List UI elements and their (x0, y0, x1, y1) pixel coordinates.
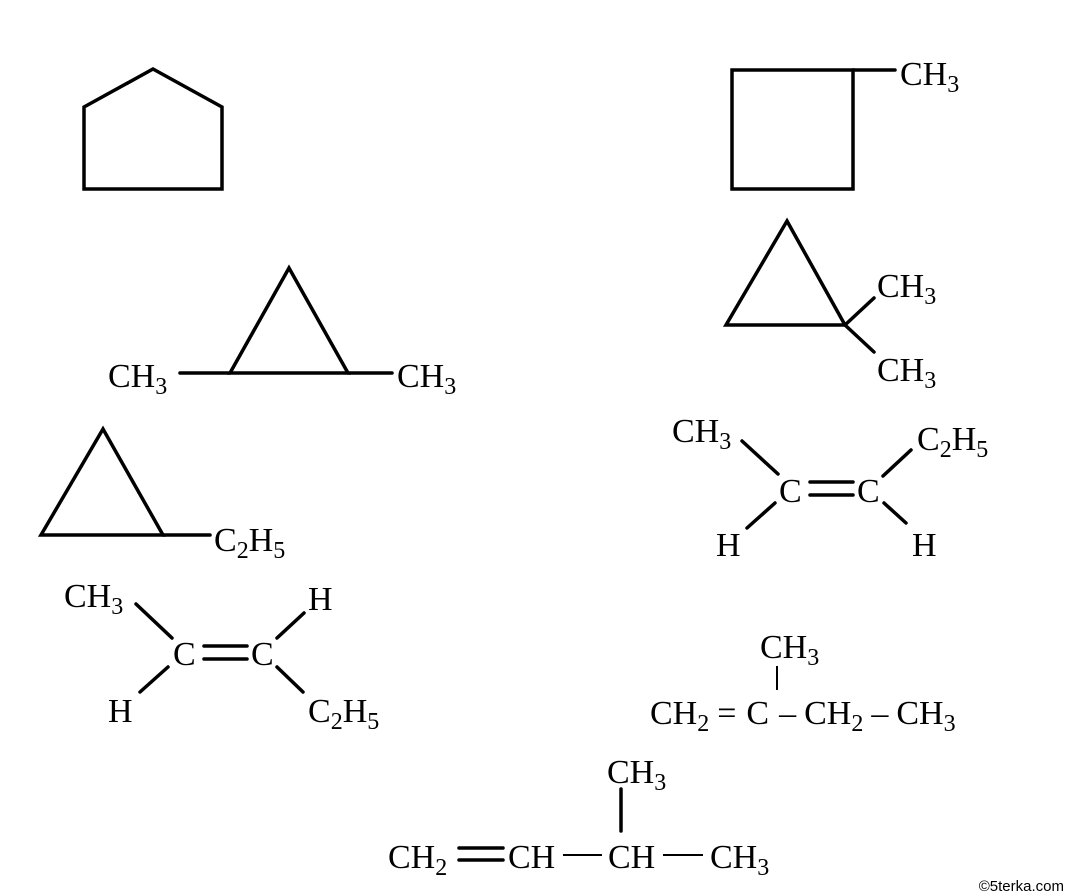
hydrogen-right-label: H (912, 527, 937, 564)
hydrogen-left-bond (745, 501, 777, 530)
left-methyl-label: CH3 (108, 358, 167, 400)
hydrogen-top-bond (275, 611, 306, 640)
carbon-left-label: C (173, 636, 196, 673)
ethyl-bond (275, 665, 305, 694)
carbon-left-label: C (779, 473, 802, 510)
cyclopentane-ring (82, 67, 224, 191)
3-methylbut-1-ene: CH3 CH2 CH CH CH3 (388, 754, 769, 881)
cis-pent-2-ene: CH3 C2H5 C C H H (672, 413, 988, 564)
methyl-label: CH3 (900, 56, 959, 98)
hydrogen-left-label: H (716, 527, 741, 564)
ch2-label: CH2 (388, 839, 447, 881)
cyclobutane-ring (730, 68, 855, 191)
ethyl-label: C2H5 (214, 522, 285, 564)
ch-label-1: CH (508, 839, 555, 876)
cyclopropane-ring (37, 425, 167, 537)
top-methyl-bond (843, 296, 876, 327)
hydrogen-bottom-label: H (108, 693, 133, 730)
cyclopropane-ring (722, 217, 848, 327)
carbon-right-label: C (251, 636, 274, 673)
branch-methyl-label: CH3 (760, 629, 819, 671)
trans-pent-2-ene: CH3 H C C H C2H5 (64, 578, 379, 735)
methyl-bond (134, 602, 174, 640)
cyclopropane-ring (227, 264, 351, 375)
condensed-chain: CH2=C–CH2–CH3 (650, 695, 956, 737)
ethylcyclopropane: C2H5 (37, 425, 285, 564)
dimethylcyclopropane-1-2: CH3 CH3 (108, 264, 456, 400)
methyl-label: CH3 (672, 413, 731, 455)
ethyl-label: C2H5 (308, 693, 379, 735)
ch3-label: CH3 (710, 839, 769, 881)
right-methyl-label: CH3 (397, 358, 456, 400)
branch-methyl-label: CH3 (607, 754, 666, 796)
bottom-methyl-bond (843, 323, 876, 354)
methyl-bond (740, 439, 780, 476)
dimethylcyclopropane-1-1: CH3 CH3 (722, 217, 936, 394)
methyl-label: CH3 (64, 578, 123, 620)
ethyl-label: C2H5 (917, 421, 988, 463)
top-methyl-label: CH3 (877, 268, 936, 310)
carbon-right-label: C (857, 473, 880, 510)
methylcyclobutane: CH3 (730, 56, 959, 191)
watermark: ©5terka.com (979, 878, 1064, 895)
hydrogen-right-bond (882, 501, 908, 525)
ethyl-bond (881, 448, 913, 478)
hydrogen-top-label: H (308, 581, 333, 618)
ch-label-2: CH (608, 839, 655, 876)
hydrogen-bottom-bond (138, 665, 170, 694)
bottom-methyl-label: CH3 (877, 352, 936, 394)
cyclopentane (82, 67, 224, 191)
2-methylbut-1-ene: CH3 CH2=C–CH2–CH3 (650, 629, 956, 737)
